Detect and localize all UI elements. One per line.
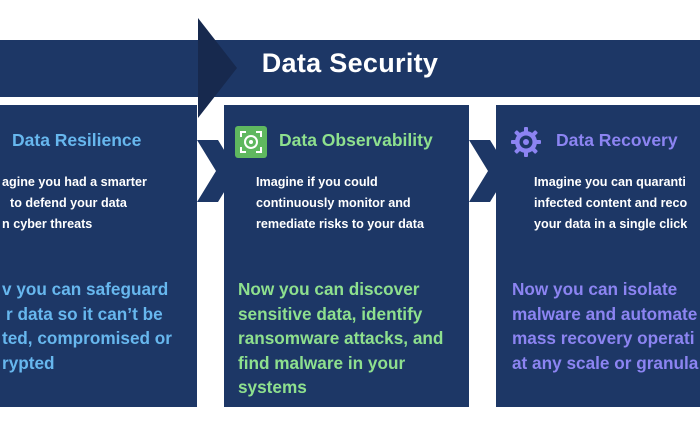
card-highlight-line: sensitive data, identify: [238, 303, 423, 324]
card-highlight-line: Now you can isolate: [512, 279, 678, 299]
card-title: Data Observability: [279, 130, 433, 150]
target-scan-icon: [235, 126, 267, 158]
card-data-observability: Data Observability Imagine if you could …: [224, 105, 469, 407]
card-title: Data Recovery: [556, 130, 678, 150]
card-data-resilience: Data Resilience agine you had a smarter …: [0, 105, 197, 407]
card-body-line: your data in a single click: [534, 217, 688, 231]
card-highlight-line: systems: [238, 377, 307, 397]
card-body: Imagine you can quaranti infected conten…: [534, 172, 687, 235]
card-highlight-line: ransomware attacks, and: [238, 328, 444, 348]
card-body-line: n cyber threats: [2, 217, 93, 231]
card-data-recovery: Data Recovery Imagine you can quaranti i…: [496, 105, 700, 407]
card-body-line: to defend your data: [10, 196, 127, 210]
card-highlight-line: mass recovery operati: [512, 328, 695, 348]
card-highlight-line: v you can safeguard: [2, 279, 169, 299]
card-highlight-line: at any scale or granula: [512, 352, 699, 373]
card-body-line: Imagine you can quaranti: [534, 175, 686, 189]
card-highlight: Now you can discover sensitive data, ide…: [238, 277, 443, 400]
card-highlight-line: r data so it can’t be: [6, 303, 163, 324]
card-body: Imagine if you could continuously monito…: [256, 172, 424, 235]
card-highlight-line: Now you can discover: [238, 279, 420, 299]
banner-title: Data Security: [261, 48, 439, 78]
card-highlight-line: find malware in your: [238, 352, 406, 373]
card-body: agine you had a smarter to defend your d…: [2, 172, 147, 235]
card-highlight: Now you can isolate malware and automate…: [512, 277, 698, 375]
gear-icon: [511, 127, 541, 157]
banner-arrow: [0, 18, 700, 118]
card-body-line: infected content and reco: [534, 196, 688, 210]
card-highlight: v you can safeguard r data so it can’t b…: [2, 277, 172, 375]
card-body-line: remediate risks to your data: [256, 217, 424, 231]
card-body-line: Imagine if you could: [256, 175, 378, 189]
card-highlight-line: rypted: [2, 352, 55, 373]
card-body-line: continuously monitor and: [256, 196, 411, 210]
card-title: Data Resilience: [12, 130, 142, 150]
card-body-line: agine you had a smarter: [2, 175, 147, 189]
card-highlight-line: ted, compromised or: [2, 328, 172, 348]
card-highlight-line: malware and automate: [512, 303, 698, 324]
